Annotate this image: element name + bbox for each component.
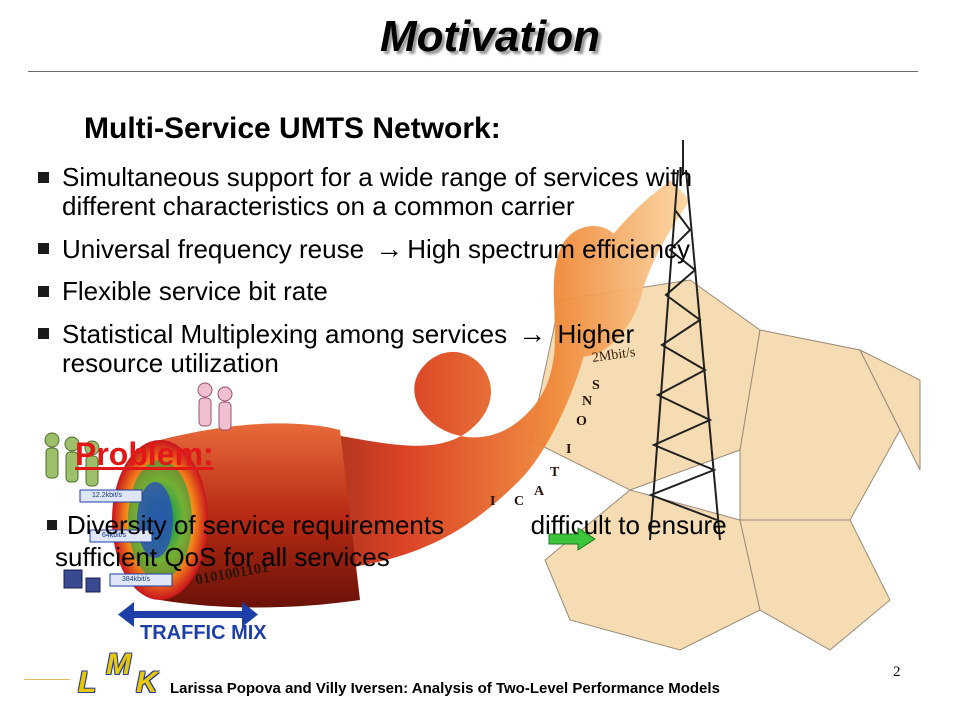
slide-subtitle: Multi-Service UMTS Network: [84, 112, 501, 145]
traffic-mix-label: TRAFFIC MIX [140, 622, 267, 644]
traffic-mix-arrow [118, 602, 258, 627]
bullet-text: Universal frequency reuse [62, 234, 372, 264]
app-letter: C [514, 494, 525, 509]
page-number: 2 [893, 664, 901, 680]
green-arrow-icon [548, 527, 596, 551]
bullet-text: resource utilization [62, 348, 279, 378]
app-letter: O [576, 414, 587, 429]
right-arrow-icon: → [375, 233, 404, 264]
device-icons [63, 569, 101, 593]
bullet-item: Flexible service bit rate [38, 277, 918, 306]
logo-letter: M [106, 648, 131, 681]
bullet-text: different characteristics on a common ca… [62, 191, 575, 221]
bullet-text: Statistical Multiplexing among services [62, 319, 515, 349]
title-divider [28, 71, 918, 72]
kbit-label-2: 64kbit/s [102, 532, 127, 539]
pink-user-figures [197, 382, 233, 431]
app-letter: A [534, 484, 545, 499]
slide-title: Motivation [380, 12, 600, 61]
bitrate-arrows [79, 489, 173, 587]
logo-letter: L [78, 666, 97, 699]
lmk-logo: L M K [70, 648, 165, 708]
cell-hexagons [529, 279, 921, 651]
kbit-label-3: 384kbit/s [122, 576, 151, 583]
footer-divider [24, 679, 70, 680]
problem-line-1: Diversity of service requirements diffic… [67, 510, 727, 540]
bullet-square-icon [38, 328, 49, 339]
bullet-item: Universal frequency reuse →High spectrum… [38, 234, 918, 264]
logo-letter: K [136, 666, 158, 699]
bullet-square-icon [47, 520, 57, 530]
bullet-item: Statistical Multiplexing among services … [38, 319, 918, 378]
problem-line-2: sufficient QoS for all services [55, 542, 390, 572]
problem-text-a: Diversity of service requirements [67, 510, 445, 540]
bullet-item: Simultaneous support for a wide range of… [38, 163, 918, 221]
app-letter: N [582, 394, 593, 409]
bullet-text: Simultaneous support for a wide range of… [62, 162, 693, 192]
bullet-square-icon [38, 172, 49, 183]
bullet-square-icon [38, 243, 49, 254]
problem-heading: Problem: [75, 436, 214, 472]
app-letter: T [550, 465, 560, 480]
bullet-text: Higher [550, 319, 635, 349]
kbit-label-1: 12.2kbit/s [92, 492, 122, 499]
bullet-text: Flexible service bit rate [62, 276, 328, 306]
antenna-tower [648, 140, 721, 541]
right-arrow-icon: → [518, 318, 547, 349]
app-letter: S [592, 378, 600, 393]
footer-authors: Larissa Popova and Villy Iversen: Analys… [170, 680, 720, 697]
app-letter: I [490, 494, 496, 509]
bullet-text: High spectrum efficiency [407, 234, 691, 264]
app-letter: I [566, 442, 572, 457]
data-ribbon [250, 180, 690, 570]
bullet-square-icon [38, 286, 49, 297]
traffic-tube [112, 423, 360, 608]
bullet-list: Simultaneous support for a wide range of… [38, 163, 918, 391]
user-figures [44, 432, 100, 487]
